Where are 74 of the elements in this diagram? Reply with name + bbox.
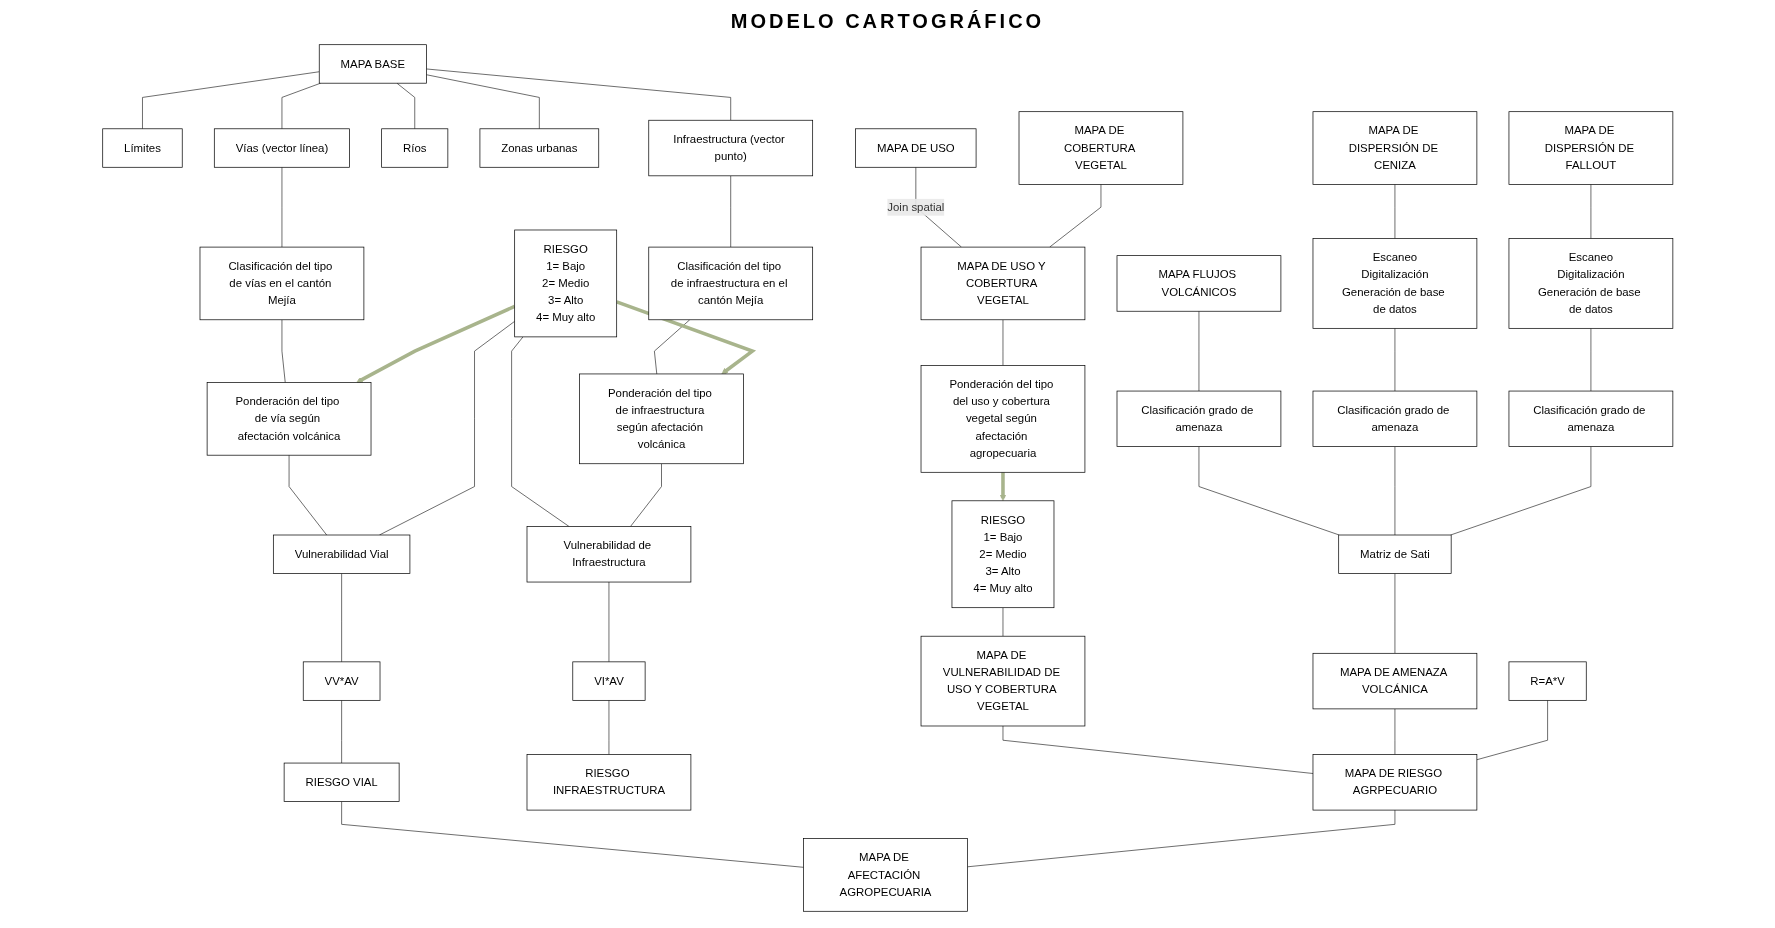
node-box: [802, 838, 968, 912]
node-box: [479, 128, 599, 168]
flowchart: Join spatial MAPA BASE Límites Vías (vector línea) Ríos Zonas urbanas Infraestructura (vector punto) Clasificación del tipo de vías en el cantón Mejía Clasificación del tipo de infraestructura en el cantón Mejía Ponderación del tipo de vía según afectación volcánica RIESGO 1= Bajo 2= Medio 3= Alto 4= Muy alto Ponderación del tipo de infraestructura según afectación volcánica Vulnerabilidad Vial Vulnerabilidad de Infraestructura VV*AV VI*AV RIESGO VIAL RIESGO INFRAESTRUCTURA MAPA DE USO MAPA DE COBERTURA VEGETAL MAPA DE USO Y COBERTURA VEGETAL Ponderación del tipo del uso y cobertura vegetal según afectación agropecuaria RIESGO 1= Bajo 2= Medio 3= Alto 4= Muy alto MAPA DE VULNERABILIDAD DE USO Y COBERTURA VEGETAL MAPA FLUJOS VOLCÁNICOS MAPA DE DISPERSIÓN DE CENIZA MAPA DE DISPERSIÓN DE FALLOUT Escaneo Digitalización Generación de base de datos Escaneo Digitalización Generación de base de datos Clasificación grado de amenaza Clasificación grado de amenaza Clasificación grado de amenaza Matriz de Sati MAPA DE AMENAZA VOLCÁNICA R=A*V MAPA DE RIESGO AGRPECUARIO MAPA DE AFECTACIÓN AGROPECUARIA: [96, 39, 1679, 917]
node-box: [526, 754, 691, 811]
connector: [1590, 328, 1591, 392]
node-box: [1312, 652, 1477, 710]
connector: [608, 700, 609, 755]
connector: [1394, 708, 1395, 755]
connector: [1049, 184, 1101, 248]
connector: [1476, 700, 1548, 761]
node-box: [272, 534, 410, 574]
node-box: [920, 635, 1085, 727]
node-box: [951, 500, 1055, 609]
node-box: [578, 373, 744, 465]
connector: [425, 68, 731, 121]
connector: [1198, 310, 1199, 392]
node-box: [1018, 111, 1183, 185]
node-box: [318, 44, 427, 84]
node-box: [1312, 754, 1477, 811]
connector: [141, 71, 320, 130]
connector: [966, 809, 1395, 868]
connector: [1394, 328, 1395, 392]
connector: [425, 74, 540, 130]
connector: [653, 319, 690, 375]
node-box: [572, 661, 646, 701]
node-box: [1508, 661, 1587, 701]
connector: [340, 573, 342, 663]
diagram-title: MODELO CARTOGRÁFICO: [729, 10, 1046, 33]
connector: [340, 700, 342, 764]
connector: [378, 320, 515, 536]
node-box: [648, 119, 813, 177]
connector: [1198, 446, 1340, 536]
connector: [1590, 184, 1591, 239]
node-box: [854, 128, 977, 168]
node-box: [206, 382, 372, 456]
connector: [396, 82, 415, 130]
connector: [629, 463, 662, 527]
node-box: [920, 365, 1085, 473]
node-box: [1338, 534, 1452, 574]
node-box: [526, 526, 691, 583]
connector: [1449, 446, 1591, 536]
node-box: [1508, 111, 1673, 185]
connector: [1002, 319, 1004, 366]
connector: [288, 454, 327, 536]
node-box: [213, 128, 350, 168]
node-box: [1312, 111, 1477, 185]
connector: [1002, 607, 1004, 637]
node-box: [381, 128, 448, 168]
connector: [1394, 446, 1395, 536]
node-box: [1312, 238, 1477, 329]
connector: [281, 166, 282, 248]
connector: [1394, 184, 1395, 239]
connector: [608, 581, 609, 663]
node-box: [1312, 390, 1477, 447]
node-box: [102, 128, 183, 168]
node-box: [1116, 255, 1281, 312]
node-box: [920, 246, 1085, 321]
connector: [1002, 725, 1314, 774]
node-box: [648, 246, 813, 321]
node-box: [1508, 390, 1673, 447]
connector: [730, 175, 731, 248]
connector: [510, 336, 570, 527]
arrow: [615, 300, 756, 375]
node-box: [514, 229, 617, 338]
node-box: [302, 661, 381, 701]
connector: [340, 801, 804, 868]
node-box: [199, 246, 364, 321]
connector: [1394, 573, 1395, 654]
node-box: [283, 762, 400, 802]
arrow: [999, 472, 1006, 502]
arrow: [356, 304, 516, 383]
node-box: [1508, 238, 1673, 329]
node-box: [1116, 390, 1281, 447]
connector: [281, 319, 286, 383]
